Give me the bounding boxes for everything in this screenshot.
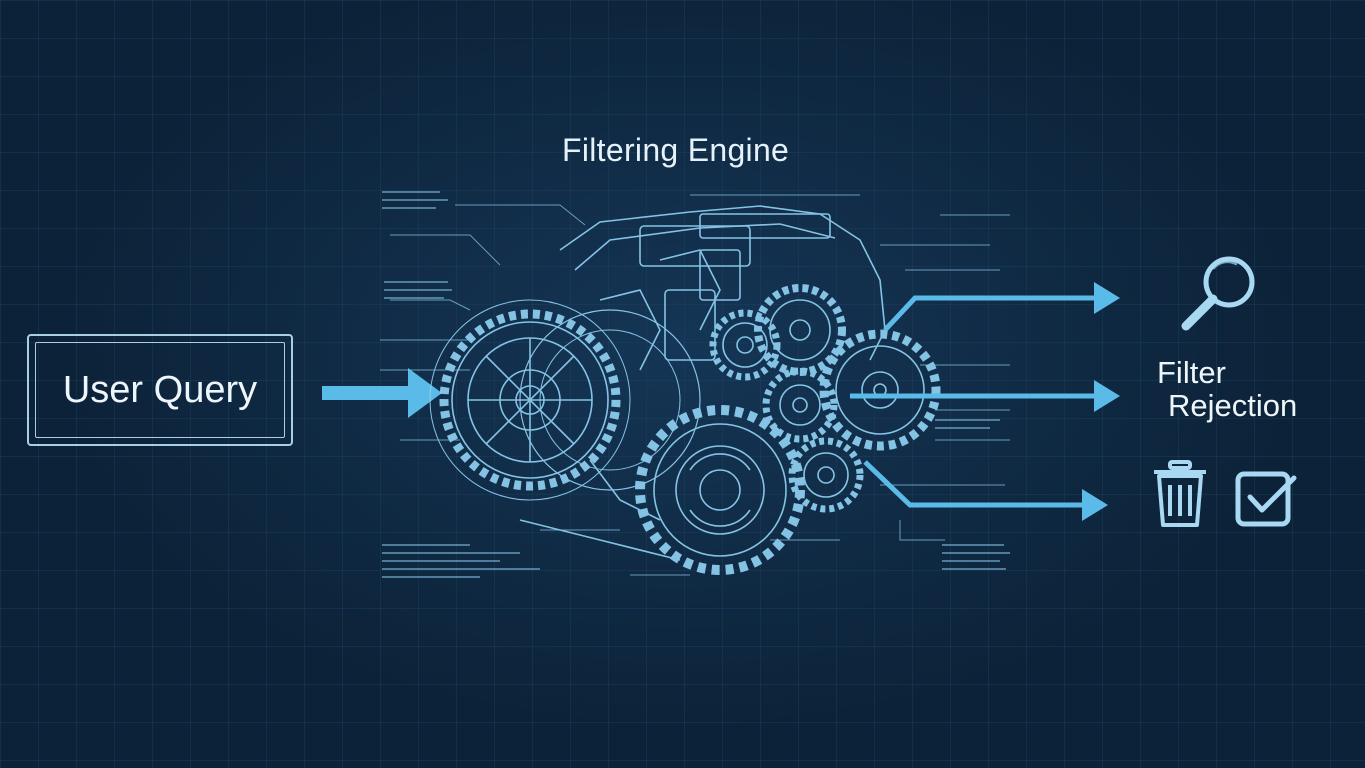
callout-lines: [380, 194, 1010, 576]
upper-right-gear: [754, 284, 846, 376]
magnifier-icon: [1181, 256, 1255, 331]
checkbox-icon: [1235, 471, 1297, 527]
large-gear: [429, 299, 631, 501]
gear-engine-icon: [380, 191, 1010, 578]
middle-gear: [762, 367, 838, 443]
trash-icon: [1154, 460, 1206, 527]
bottom-small-gear: [788, 437, 864, 513]
user-query-label: User Query: [62, 368, 258, 411]
input-arrow: [322, 368, 442, 418]
output-label-filter: Filter: [1157, 355, 1226, 390]
output-arrow-bottom: [863, 460, 1085, 508]
output-label-rejection: Rejection: [1168, 388, 1298, 423]
output-arrowhead-bottom: [1082, 489, 1108, 521]
diagram-title: Filtering Engine: [562, 132, 790, 168]
annotation-marks: [382, 191, 1010, 578]
output-arrowhead-top: [1094, 282, 1120, 314]
right-gear: [819, 329, 941, 451]
user-query-inner-frame: User Query: [35, 342, 285, 438]
output-arrowhead-middle: [1094, 380, 1120, 412]
bottom-gear: [635, 405, 805, 575]
output-arrow-top: [883, 295, 1098, 332]
upper-gear: [709, 309, 781, 381]
user-query-box: User Query: [27, 334, 293, 446]
